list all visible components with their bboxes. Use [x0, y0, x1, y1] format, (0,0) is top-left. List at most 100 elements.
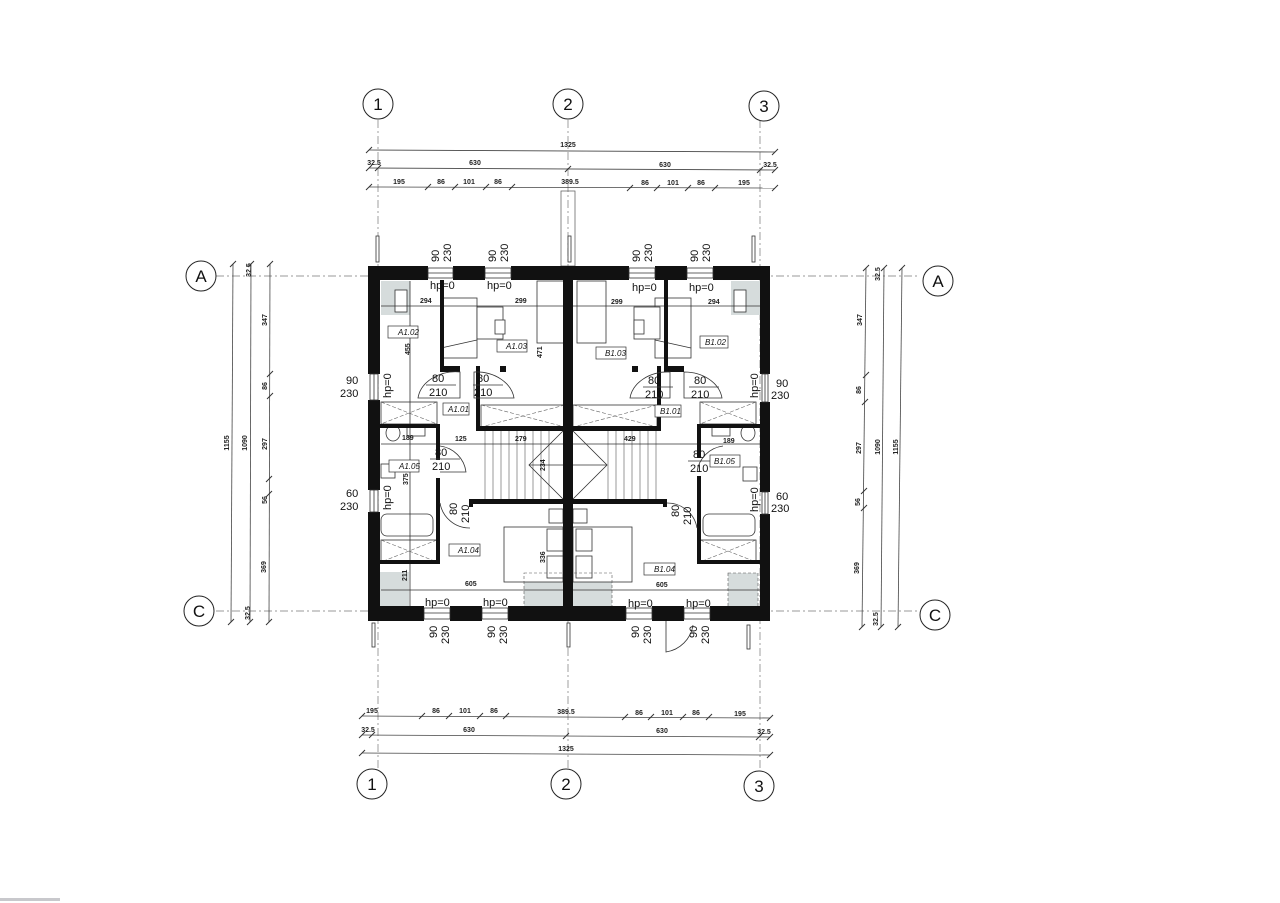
axis-bubble-a-left: A — [185, 260, 217, 292]
svg-text:hp=0: hp=0 — [425, 597, 450, 609]
axis-bubble-a-right: A — [922, 265, 954, 297]
svg-text:90: 90 — [487, 250, 499, 262]
svg-text:32.5: 32.5 — [875, 267, 882, 281]
svg-text:90: 90 — [776, 378, 788, 390]
svg-text:210: 210 — [690, 463, 708, 475]
svg-text:80: 80 — [693, 449, 705, 461]
svg-text:86: 86 — [641, 180, 649, 187]
svg-text:211: 211 — [402, 570, 409, 581]
bottom-dimension-chains: 195 86 101 86 389.5 86 101 86 195 32.5 6… — [358, 708, 774, 759]
svg-text:86: 86 — [635, 710, 643, 717]
svg-text:429: 429 — [624, 436, 636, 443]
svg-text:hp=0: hp=0 — [632, 282, 657, 294]
svg-text:210: 210 — [645, 389, 663, 401]
svg-text:189: 189 — [723, 438, 735, 445]
svg-text:1155: 1155 — [224, 435, 231, 450]
axis-bubble-2-top: 2 — [552, 88, 584, 120]
svg-text:210: 210 — [460, 505, 472, 523]
svg-text:80: 80 — [432, 373, 444, 385]
svg-text:hp=0: hp=0 — [628, 598, 653, 610]
axis-label: 2 — [561, 775, 570, 794]
room-tag-a105: A1.05 — [388, 459, 420, 473]
svg-text:230: 230 — [498, 626, 510, 644]
svg-text:80: 80 — [477, 373, 489, 385]
svg-text:230: 230 — [771, 503, 789, 515]
downpipes — [371, 235, 756, 650]
walls — [368, 266, 770, 621]
svg-text:86: 86 — [494, 179, 502, 186]
svg-text:B1.02: B1.02 — [705, 338, 726, 347]
svg-text:90: 90 — [689, 250, 701, 262]
svg-text:230: 230 — [771, 390, 789, 402]
svg-text:230: 230 — [700, 626, 712, 644]
room-tags: A1.02 A1.03 B1.03 B1.02 A1.01 B1.01 A1.0… — [387, 325, 741, 576]
svg-text:101: 101 — [667, 180, 679, 187]
svg-text:234: 234 — [540, 459, 547, 471]
svg-text:A1.02: A1.02 — [397, 328, 419, 337]
svg-text:90: 90 — [430, 250, 442, 262]
svg-text:195: 195 — [393, 179, 405, 186]
svg-text:1325: 1325 — [558, 746, 574, 753]
svg-text:60: 60 — [346, 488, 358, 500]
svg-text:32.5: 32.5 — [757, 729, 771, 736]
svg-text:299: 299 — [611, 299, 623, 306]
svg-text:32.5: 32.5 — [763, 162, 777, 169]
svg-text:630: 630 — [659, 162, 671, 169]
svg-text:86: 86 — [432, 708, 440, 715]
svg-text:80: 80 — [670, 505, 682, 517]
svg-text:60: 60 — [776, 491, 788, 503]
svg-text:630: 630 — [463, 727, 475, 734]
svg-text:230: 230 — [440, 626, 452, 644]
svg-text:B1.03: B1.03 — [605, 349, 626, 358]
axis-bubble-c-right: C — [919, 599, 951, 631]
svg-text:86: 86 — [490, 708, 498, 715]
svg-text:195: 195 — [366, 708, 378, 715]
svg-text:86: 86 — [262, 382, 269, 390]
svg-text:389.5: 389.5 — [561, 179, 579, 186]
svg-text:230: 230 — [701, 244, 713, 262]
svg-text:101: 101 — [459, 708, 471, 715]
svg-text:101: 101 — [661, 710, 673, 717]
axis-bubble-3-bottom: 3 — [743, 770, 775, 802]
svg-text:86: 86 — [692, 710, 700, 717]
svg-text:210: 210 — [691, 389, 709, 401]
axis-label: 2 — [563, 95, 572, 114]
svg-text:hp=0: hp=0 — [689, 282, 714, 294]
svg-text:hp=0: hp=0 — [430, 280, 455, 292]
svg-text:230: 230 — [442, 244, 454, 262]
svg-text:189: 189 — [402, 435, 414, 442]
axis-bubble-3-top: 3 — [748, 90, 780, 122]
axis-bubble-1-top: 1 — [362, 88, 394, 120]
svg-text:A1.05: A1.05 — [398, 462, 420, 471]
svg-text:230: 230 — [340, 388, 358, 400]
axis-label: C — [193, 602, 205, 621]
svg-text:80: 80 — [448, 503, 460, 515]
svg-text:90: 90 — [428, 626, 440, 638]
svg-text:297: 297 — [262, 438, 269, 450]
svg-text:hp=0: hp=0 — [686, 598, 711, 610]
svg-text:369: 369 — [854, 562, 861, 574]
axis-label: 3 — [759, 97, 768, 116]
room-tag-b102: B1.02 — [699, 335, 729, 349]
svg-text:369: 369 — [261, 561, 268, 573]
svg-text:32.5: 32.5 — [367, 160, 381, 167]
svg-text:347: 347 — [262, 314, 269, 326]
svg-text:630: 630 — [656, 728, 668, 735]
room-tag-b105: B1.05 — [709, 454, 741, 468]
room-tag-b104: B1.04 — [643, 562, 675, 576]
svg-text:32.5: 32.5 — [361, 727, 375, 734]
svg-text:299: 299 — [515, 298, 527, 305]
svg-text:90: 90 — [630, 626, 642, 638]
left-dimension-chains: 1155 1090 32.5 347 86 297 56 369 32.5 — [224, 260, 274, 626]
axis-label: 1 — [367, 775, 376, 794]
axis-label: A — [195, 267, 207, 286]
axis-label: 3 — [754, 777, 763, 796]
room-tag-b103: B1.03 — [595, 346, 626, 360]
svg-text:56: 56 — [855, 498, 862, 506]
svg-text:90: 90 — [688, 626, 700, 638]
